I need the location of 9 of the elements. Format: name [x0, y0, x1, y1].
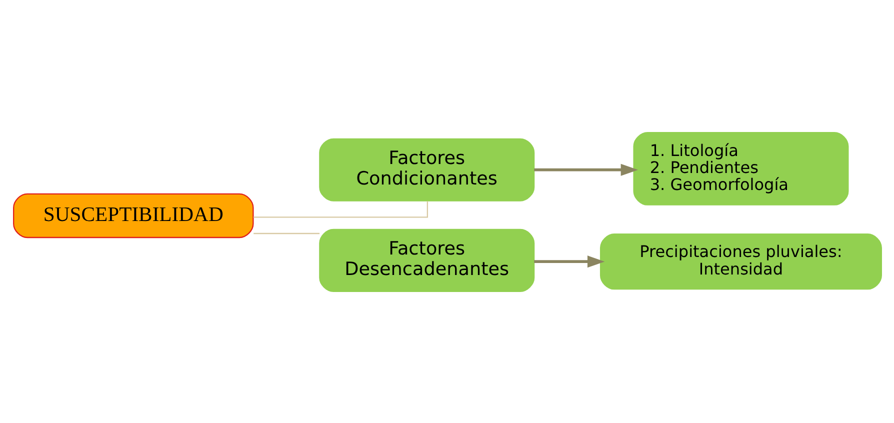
connector [253, 232, 320, 234]
arrow [534, 255, 604, 268]
connector [252, 200, 428, 218]
node-box: SUSCEPTIBILIDAD [12, 192, 254, 238]
node-box: Precipitaciones pluviales: Intensidad [599, 233, 882, 290]
arrow [534, 163, 638, 176]
node-box: Factores Condicionantes [318, 138, 534, 201]
node-box: 1. Litología 2. Pendientes 3. Geomorfología [632, 132, 848, 205]
node-box: Factores Desencadenantes [318, 228, 534, 292]
